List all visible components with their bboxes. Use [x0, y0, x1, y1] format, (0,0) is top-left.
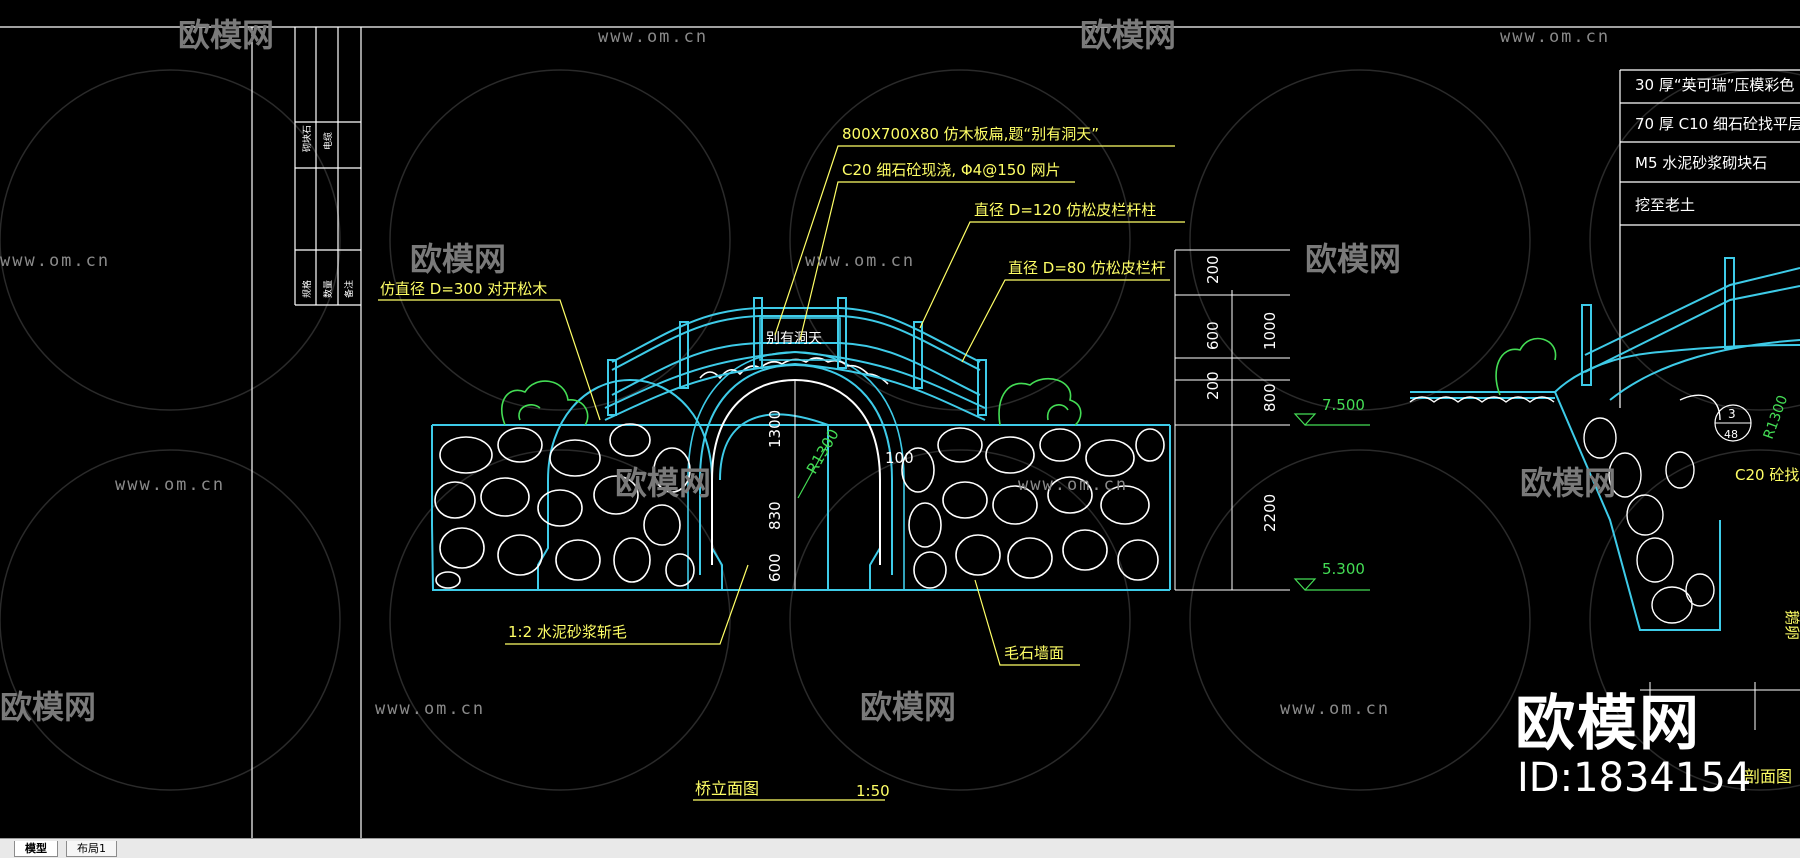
note-concrete: C20 细石砼现浇, Φ4@150 网片	[842, 161, 1061, 179]
plaque	[759, 317, 841, 361]
bridge-arch	[711, 378, 881, 565]
drawing-title: 桥立面图	[695, 779, 759, 798]
dimension-texts: 200 600 200 1000 800 2200	[1204, 255, 1279, 532]
dim-1000: 1000	[1261, 312, 1279, 350]
cad-canvas[interactable]: 砌块石 电缆 规格 数量 备注	[0, 0, 1800, 838]
titleblock-cell: 备注	[343, 280, 355, 298]
tab-model[interactable]: 模型	[14, 841, 58, 857]
dim-arch-830: 830	[766, 501, 784, 530]
watermark-url: www.om.cn	[115, 475, 225, 495]
watermark-brand: 欧模网	[860, 688, 956, 726]
watermark-brand: 欧模网	[1305, 240, 1401, 278]
section-note-4: 挖至老土	[1635, 196, 1695, 214]
dim-800: 800	[1261, 383, 1279, 412]
watermark-url: www.om.cn	[375, 699, 485, 719]
section-side-label: 鹅卵	[1783, 610, 1800, 640]
plaque-text: 别有洞天	[766, 331, 822, 347]
bridge-elevation: 别有洞天	[378, 145, 1185, 666]
shrubs	[500, 377, 1082, 426]
layout-tab-bar: 模型 布局1	[0, 838, 1800, 858]
callouts: 800X700X80 仿木板扁,题“别有洞天” C20 细石砼现浇, Φ4@15…	[380, 125, 1166, 662]
section-note-2: 70 厚 C10 细石砼找平层	[1635, 115, 1800, 133]
watermark-url: www.om.cn	[1018, 475, 1128, 495]
elevation-7500: 7.500	[1322, 396, 1365, 414]
section-marker-top: 3	[1728, 407, 1736, 421]
watermark-brand: 欧模网	[1080, 16, 1176, 54]
drawing-frame	[0, 26, 1800, 838]
watermark-brand: 欧模网	[1520, 464, 1616, 502]
note-rail: 直径 D=80 仿松皮栏杆	[1008, 259, 1166, 277]
section-title: 剖面图	[1744, 767, 1792, 786]
watermark-brand: 欧模网	[410, 240, 506, 278]
note-post: 直径 D=120 仿松皮栏杆柱	[974, 201, 1156, 219]
watermark-url: www.om.cn	[598, 27, 708, 47]
titleblock-cell: 砌块石	[301, 125, 313, 152]
dim-200-top: 200	[1204, 255, 1222, 284]
stone-fill-left	[434, 423, 695, 589]
section-marker-bottom: 48	[1724, 428, 1738, 441]
elevation-marks: 7.500 5.300	[1293, 396, 1370, 591]
railing	[604, 297, 987, 421]
watermark-big-id: ID:1834154	[1517, 755, 1752, 801]
dim-2200: 2200	[1261, 494, 1279, 532]
stone-fill-right	[901, 427, 1165, 589]
section-partial-label: C20 砼找平	[1735, 466, 1800, 484]
watermark-circles	[0, 69, 1800, 791]
drawing-scale: 1:50	[856, 782, 890, 800]
dim-arch-1300: 1300	[766, 410, 784, 448]
elevation-5300: 5.300	[1322, 560, 1365, 578]
tab-layout1[interactable]: 布局1	[66, 841, 117, 857]
watermark-brand: 欧模网	[0, 688, 96, 726]
dim-100: 100	[885, 449, 914, 467]
titleblock-cell: 规格	[301, 280, 313, 298]
drawing-title-block: 桥立面图 1:50	[693, 779, 890, 801]
watermark-layer: 欧模网 www.om.cn 欧模网 www.om.cn www.om.cn 欧模…	[0, 16, 1616, 726]
note-log: 仿直径 D=300 对开松木	[380, 280, 547, 298]
note-wall: 毛石墙面	[1004, 644, 1064, 662]
titleblock-cells: 砌块石 电缆 规格 数量 备注	[301, 125, 355, 298]
bridge-section: 30 厚“英可瑞”压模彩色 70 厚 C10 细石砼找平层 M5 水泥砂浆砌块石…	[1409, 69, 1800, 786]
vertical-dimensions	[1174, 249, 1290, 591]
section-note-1: 30 厚“英可瑞”压模彩色	[1635, 76, 1794, 94]
titleblock-cell: 电缆	[322, 132, 334, 150]
dim-200-mid: 200	[1204, 371, 1222, 400]
watermark-url: www.om.cn	[1280, 699, 1390, 719]
note-mortar: 1:2 水泥砂浆斩毛	[508, 623, 627, 641]
watermark-url: www.om.cn	[0, 251, 110, 271]
titleblock-cell: 数量	[322, 280, 334, 298]
section-radius: R1300	[1761, 393, 1792, 441]
watermark-brand: 欧模网	[615, 464, 711, 502]
watermark-url: www.om.cn	[805, 251, 915, 271]
watermark-url: www.om.cn	[1500, 27, 1610, 47]
watermark-brand: 欧模网	[178, 16, 274, 54]
section-note-3: M5 水泥砂浆砌块石	[1635, 154, 1767, 172]
radius-label: R1300	[803, 426, 843, 477]
dim-arch-600: 600	[766, 553, 784, 582]
dim-600: 600	[1204, 321, 1222, 350]
watermark-big-brand: 欧模网	[1515, 689, 1701, 759]
note-plaque: 800X700X80 仿木板扁,题“别有洞天”	[842, 125, 1099, 143]
leader-lines	[378, 145, 1185, 666]
